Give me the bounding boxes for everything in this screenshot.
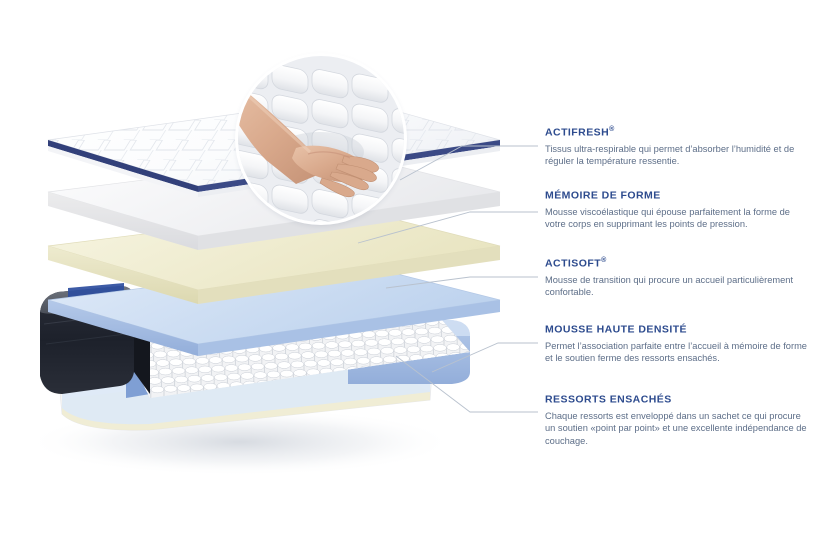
hand-pressing-mattress-photo [238,56,404,222]
callout-actifresh: ACTIFRESH® Tissus ultra-respirable qui p… [545,123,813,168]
callout-body-ressorts: Chaque ressorts est enveloppé dans un sa… [545,410,807,446]
callout-title-ressorts: RESSORTS ENSACHÉS [545,393,672,406]
callout-title-memoire: MÉMOIRE DE FORME [545,189,661,202]
pocket-spring-unit [0,0,470,431]
exploded-mattress-illustration [0,0,501,476]
spring-rows [0,0,7,4]
callout-title-actisoft: ACTISOFT® [545,257,607,270]
callout-memoire-de-forme: MÉMOIRE DE FORME Mousse viscoélastique q… [545,186,813,231]
callout-body-haute-densite: Permet l’association parfaite entre l’ac… [545,340,807,364]
callout-ressorts-ensaches: RESSORTS ENSACHÉS Chaque ressorts est en… [545,390,813,447]
callout-body-actisoft: Mousse de transition qui procure un accu… [545,274,794,298]
callout-title-haute-densite: MOUSSE HAUTE DENSITÉ [545,323,688,336]
callout-body-actifresh: Tissus ultra-respirable qui permet d’abs… [545,143,795,167]
callout-actisoft: ACTISOFT® Mousse de transition qui procu… [545,254,813,299]
registered-mark-icon: ® [601,257,607,264]
registered-mark-icon: ® [609,126,615,133]
callout-mousse-haute-densite: MOUSSE HAUTE DENSITÉ Permet l’associatio… [545,320,813,365]
callout-body-memoire: Mousse viscoélastique qui épouse parfait… [545,206,790,230]
callout-title-actifresh: ACTIFRESH® [545,126,615,139]
